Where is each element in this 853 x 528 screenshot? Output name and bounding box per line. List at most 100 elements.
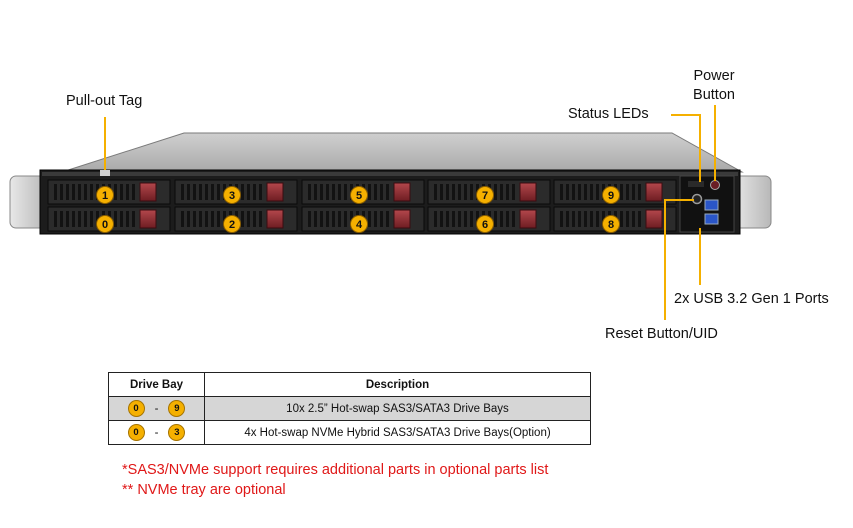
- vent-slot: [512, 211, 515, 227]
- vent-slot: [132, 211, 135, 227]
- table-row: 0-3 4x Hot-swap NVMe Hybrid SAS3/SATA3 D…: [108, 420, 591, 445]
- vent-slot: [476, 211, 479, 227]
- pull-out-tag: [100, 170, 110, 176]
- drive-latch[interactable]: [645, 209, 663, 229]
- drive-tray[interactable]: 3: [174, 179, 298, 205]
- vent-slot: [638, 211, 641, 227]
- bay-number-badge: [602, 215, 620, 233]
- vent-slot: [506, 184, 509, 200]
- vent-slot: [512, 184, 515, 200]
- bay-number-badge: [96, 186, 114, 204]
- power-button: [710, 180, 720, 190]
- vent-slot: [320, 211, 323, 227]
- vent-slot: [90, 184, 93, 200]
- vent-slot: [308, 211, 311, 227]
- vent-slot: [452, 184, 455, 200]
- vent-slot: [326, 211, 329, 227]
- drive-latch[interactable]: [519, 209, 537, 229]
- drive-tray[interactable]: 2: [174, 206, 298, 233]
- vent-slot: [259, 184, 262, 200]
- vent-slot: [344, 211, 347, 227]
- bay-number-badge: [223, 215, 241, 233]
- callout-status-leds: Status LEDs: [568, 106, 649, 122]
- bay-number-badge: [96, 215, 114, 233]
- bay-number-label: 9: [608, 190, 614, 202]
- vent-slot: [211, 211, 214, 227]
- bay-description: 10x 2.5” Hot-swap SAS3/SATA3 Drive Bays: [204, 396, 591, 421]
- drive-tray[interactable]: 6: [427, 206, 551, 233]
- vent-slot: [596, 184, 599, 200]
- vent-slot: [458, 184, 461, 200]
- vent-slot: [500, 184, 503, 200]
- vent-slot: [620, 211, 623, 227]
- vent-slot: [374, 184, 377, 200]
- vent-slot: [60, 184, 63, 200]
- vent-slot: [114, 184, 117, 200]
- vent-slot: [584, 211, 587, 227]
- vent-slot: [626, 184, 629, 200]
- vent-slot: [187, 184, 190, 200]
- vent-slot: [380, 211, 383, 227]
- bay-number-label: 0: [102, 219, 108, 231]
- vent-slot: [386, 211, 389, 227]
- vent-slot: [193, 184, 196, 200]
- vent-slot: [620, 184, 623, 200]
- vent-slot: [494, 184, 497, 200]
- drive-latch[interactable]: [266, 209, 284, 229]
- table-header-row: Drive Bay Description: [108, 372, 591, 397]
- vent-slot: [60, 211, 63, 227]
- drive-tray[interactable]: 7: [427, 179, 551, 205]
- vent-slot: [308, 184, 311, 200]
- drive-latch[interactable]: [139, 182, 157, 202]
- drive-latch[interactable]: [266, 182, 284, 202]
- bay-number-label: 3: [229, 190, 235, 202]
- vent-slot: [72, 211, 75, 227]
- vent-slot: [132, 184, 135, 200]
- range-dash: -: [154, 426, 159, 439]
- vent-slot: [464, 211, 467, 227]
- bay-description: 4x Hot-swap NVMe Hybrid SAS3/SATA3 Drive…: [204, 420, 591, 445]
- leader-status-leds-down: [699, 114, 701, 182]
- bay-number-label: 8: [608, 219, 614, 231]
- vent-slot: [500, 211, 503, 227]
- drive-bay-table: Drive Bay Description 0-9 10x 2.5” Hot-s…: [108, 372, 591, 445]
- vent-slot: [84, 184, 87, 200]
- drive-tray[interactable]: 0: [47, 206, 171, 233]
- vent-slot: [320, 184, 323, 200]
- drive-tray[interactable]: 5: [301, 179, 425, 205]
- drive-tray[interactable]: 9: [553, 179, 677, 205]
- drive-latch[interactable]: [519, 182, 537, 202]
- drive-tray[interactable]: 1: [47, 179, 171, 205]
- drive-tray[interactable]: 8: [553, 206, 677, 233]
- vent-slot: [181, 184, 184, 200]
- vent-slot: [638, 184, 641, 200]
- vent-slot: [66, 184, 69, 200]
- vent-slot: [193, 211, 196, 227]
- bay-badge-from: 0: [127, 400, 145, 417]
- callout-usb-ports: 2x USB 3.2 Gen 1 Ports: [674, 291, 829, 307]
- vent-slot: [368, 211, 371, 227]
- bay-number-badge: [476, 215, 494, 233]
- bay-badge-to: 3: [168, 424, 186, 441]
- vent-slot: [440, 211, 443, 227]
- drive-latch[interactable]: [645, 182, 663, 202]
- drive-latch[interactable]: [393, 182, 411, 202]
- leader-reset-button-h: [664, 199, 694, 201]
- bay-number-label: 6: [482, 219, 488, 231]
- drive-tray[interactable]: 4: [301, 206, 425, 233]
- drive-latch[interactable]: [393, 209, 411, 229]
- note-sas-nvme: *SAS3/NVMe support requires additional p…: [122, 462, 549, 478]
- leader-status-leds: [671, 114, 701, 116]
- vent-slot: [602, 211, 605, 227]
- bay-number-label: 5: [356, 190, 362, 202]
- vent-slot: [560, 211, 563, 227]
- vent-slot: [253, 184, 256, 200]
- drive-latch[interactable]: [139, 209, 157, 229]
- vent-slot: [84, 211, 87, 227]
- vent-slot: [566, 211, 569, 227]
- vent-slot: [572, 184, 575, 200]
- vent-slot: [217, 211, 220, 227]
- vent-slot: [590, 211, 593, 227]
- bay-number-badge: [350, 215, 368, 233]
